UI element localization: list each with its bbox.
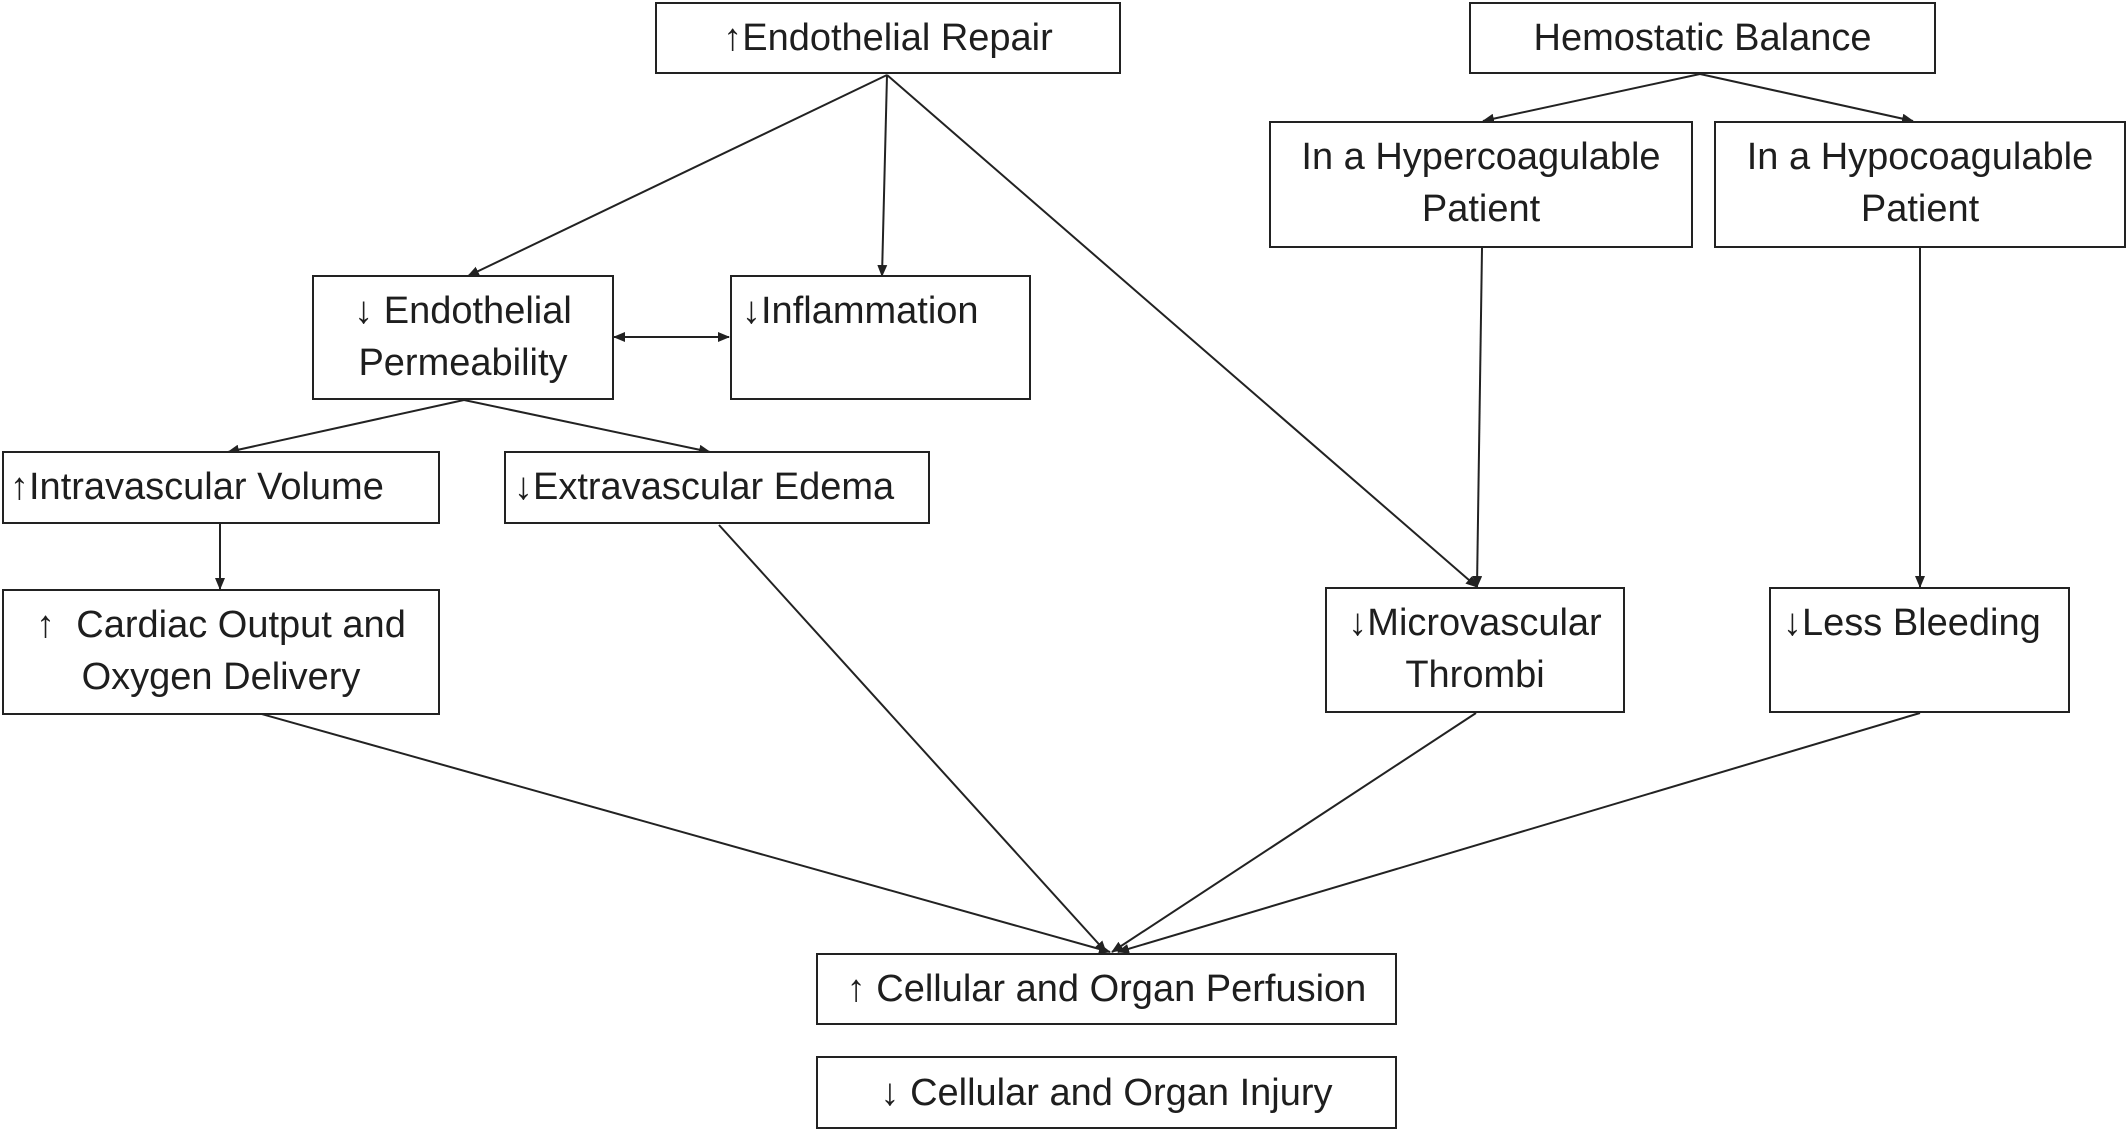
edge-bleeding-to-perfusion	[1117, 712, 1921, 954]
node-label-line2: Permeability	[358, 342, 568, 384]
node-label: Hemostatic Balance	[1533, 17, 1872, 59]
down-arrow-icon: ↓	[742, 290, 761, 332]
node-endothelial-repair: ↑Endothelial Repair	[655, 2, 1121, 74]
node-inflammation: ↓Inflammation	[730, 275, 1031, 400]
node-label: Less Bleeding	[1802, 602, 2041, 644]
up-arrow-icon: ↑	[723, 17, 743, 59]
edge-cardiac-to-perfusion	[175, 689, 1111, 954]
edge-permeability-to-edema	[463, 399, 711, 455]
up-arrow-icon: ↑	[10, 466, 29, 508]
node-label-line1: Cardiac Output and	[76, 604, 406, 646]
edge-thrombi-to-perfusion	[1111, 712, 1477, 953]
node-label-line1: In a Hypercoagulable	[1301, 136, 1661, 178]
down-arrow-icon: ↓	[354, 290, 374, 332]
node-label-line2: Oxygen Delivery	[81, 656, 361, 698]
node-label-line1: In a Hypocoagulable	[1746, 136, 2094, 178]
node-endothelial-permeability: ↓ Endothelial Permeability	[312, 275, 614, 400]
node-label-line2: Patient	[1860, 188, 1980, 230]
node-label: Inflammation	[761, 290, 979, 332]
node-label-line2: Patient	[1421, 188, 1541, 230]
down-arrow-icon: ↓	[1348, 602, 1368, 644]
node-cellular-organ-injury: ↓ Cellular and Organ Injury	[816, 1056, 1397, 1129]
down-arrow-icon: ↓	[514, 466, 533, 508]
up-arrow-icon: ↑	[846, 968, 866, 1010]
edge-hyper-to-thrombi	[1472, 247, 1483, 588]
edge-edema-to-perfusion	[718, 524, 1107, 953]
node-extravascular-edema: ↓Extravascular Edema	[504, 451, 930, 524]
edge-repair-to-permeability	[467, 74, 888, 277]
node-label: Endothelial Repair	[742, 17, 1053, 59]
node-label-line1: Microvascular	[1367, 602, 1602, 644]
node-less-bleeding: ↓Less Bleeding	[1769, 587, 2070, 713]
node-label-line1: Endothelial	[383, 290, 572, 332]
node-cardiac-output: ↑ Cardiac Output and Oxygen Delivery	[2, 589, 440, 715]
node-cellular-organ-perfusion: ↑ Cellular and Organ Perfusion	[816, 953, 1397, 1025]
node-label-line2: Thrombi	[1405, 654, 1545, 696]
node-microvascular-thrombi: ↓Microvascular Thrombi	[1325, 587, 1625, 713]
node-label: Extravascular Edema	[533, 466, 895, 508]
edge-permeability-to-intravascular	[227, 399, 465, 455]
down-arrow-icon: ↓	[1783, 602, 1802, 644]
edge-repair-to-inflammation	[877, 74, 888, 277]
node-label: Cellular and Organ Injury	[910, 1071, 1333, 1114]
node-hypercoagulable-patient: In a Hypercoagulable Patient	[1269, 121, 1693, 248]
node-hemostatic-balance: Hemostatic Balance	[1469, 2, 1936, 74]
edge-hemostatic-to-hypo	[1699, 73, 1914, 124]
up-arrow-icon: ↑	[36, 604, 56, 646]
node-intravascular-volume: ↑Intravascular Volume	[2, 451, 440, 524]
node-label: Cellular and Organ Perfusion	[876, 968, 1367, 1010]
edge-hemostatic-to-hyper	[1482, 73, 1701, 124]
down-arrow-icon: ↓	[880, 1071, 900, 1114]
node-hypocoagulable-patient: In a Hypocoagulable Patient	[1714, 121, 2126, 248]
edge-repair-to-thrombi	[886, 74, 1478, 588]
node-label: Intravascular Volume	[29, 466, 384, 508]
